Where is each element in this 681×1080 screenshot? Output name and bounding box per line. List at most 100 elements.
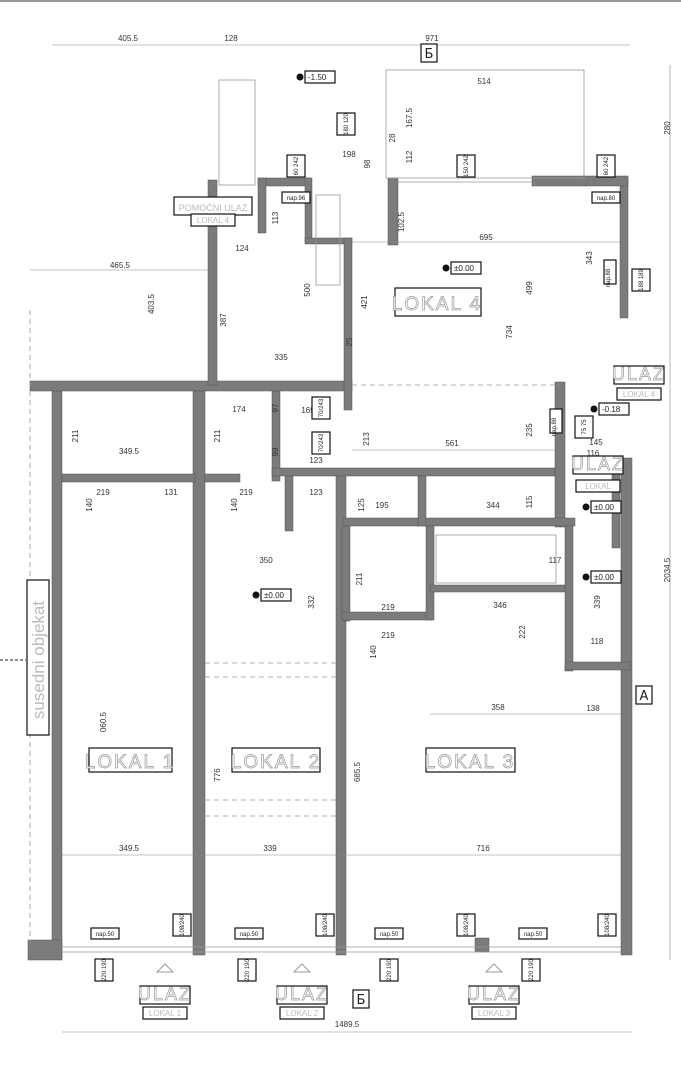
door-tag: 70/243 <box>319 398 325 417</box>
opening-box <box>603 259 617 285</box>
level-tag-box <box>590 570 622 584</box>
wall <box>257 177 267 234</box>
wall <box>271 390 281 482</box>
dimension-label: 116 <box>587 449 600 458</box>
dimension-label: 219 <box>239 488 253 497</box>
dimension-label: 776 <box>213 768 222 782</box>
level-mark: ±0.00 <box>264 591 285 600</box>
level-marker-icon <box>252 591 260 599</box>
dimension-label: 685.5 <box>353 761 362 782</box>
door-tag: 60 242 <box>294 156 300 175</box>
dimension-label: 332 <box>307 595 316 609</box>
door-tag-box <box>631 268 651 292</box>
door-tag-box <box>311 396 331 420</box>
entrance-unit-label: LOKAL 3 <box>478 1009 511 1018</box>
section-mark: A <box>640 689 649 704</box>
dimension-label: 235 <box>525 423 534 437</box>
dimension-label: 140 <box>85 498 94 512</box>
dimension-label: 734 <box>505 325 514 339</box>
entrance-sub-box <box>575 479 621 493</box>
dimension-label: 2034.5 <box>663 557 672 582</box>
room-label: LOKAL 2 <box>231 752 321 773</box>
section-mark-box <box>352 989 370 1009</box>
opening-box <box>518 927 548 940</box>
wall <box>343 237 353 411</box>
entrance-sub-box <box>190 213 236 227</box>
dimension-label: 169 <box>301 406 315 415</box>
entrance-unit-label: LOKAL 2 <box>286 1009 319 1018</box>
section-mark-box <box>635 685 653 705</box>
door-tag: 70/243 <box>319 433 325 452</box>
dimension-label: 335 <box>274 353 288 362</box>
entrance-box <box>139 985 191 1005</box>
opening-label: nap.88 <box>606 268 612 287</box>
door-tag-box <box>315 913 335 937</box>
entrance-label: ULAZ <box>612 364 666 384</box>
dimension-label: 115 <box>525 495 534 508</box>
door-tag-box <box>336 112 356 136</box>
dimension-label: 145 <box>589 438 603 447</box>
dimension-label: 174 <box>232 405 246 414</box>
dimension-label: 25 <box>345 337 354 346</box>
dimension-label: 343 <box>585 251 594 265</box>
opening-box <box>374 927 404 940</box>
entrance-arrow-icon <box>155 963 175 973</box>
dimension-label: 102.5 <box>397 211 406 232</box>
dimension-label: 28 <box>388 133 397 142</box>
entrance-box <box>468 985 520 1005</box>
dimension-label: 99 <box>271 447 280 456</box>
wall <box>387 177 399 246</box>
level-mark: ±0.00 <box>454 264 475 273</box>
dimension-label: 124 <box>235 244 249 253</box>
dimension-label: 344 <box>486 501 500 510</box>
level-mark: ±0.00 <box>594 573 615 582</box>
dimension-label: 514 <box>477 77 491 86</box>
entrance-unit-label: LOKAL 4 <box>197 216 230 225</box>
entrance-arrow-icon <box>292 963 312 973</box>
walls <box>27 175 633 961</box>
door-tag: 180 120 <box>344 113 350 135</box>
exterior-stair <box>218 79 256 186</box>
entrance-unit-label: LOKAL 4 <box>623 390 656 399</box>
interior-stair <box>315 194 341 286</box>
dimension-label: 219 <box>381 603 395 612</box>
wall <box>61 473 196 483</box>
door-tag-box <box>94 958 114 982</box>
dimension-label: 123 <box>309 456 323 465</box>
dimension-label: 211 <box>355 572 364 585</box>
opening-label: nap.50 <box>96 932 115 938</box>
dimension-label: 219 <box>96 488 110 497</box>
wall <box>204 473 241 483</box>
dimension-label: 339 <box>263 844 277 853</box>
door-tag-box <box>574 415 594 439</box>
dimension-label: 387 <box>219 313 228 327</box>
dimension-label: 125 <box>357 498 366 512</box>
dimension-label: 117 <box>549 556 562 565</box>
wall <box>564 661 631 671</box>
dimension-label: 695 <box>479 233 493 242</box>
section-mark: Б <box>425 47 434 62</box>
dimension-label: 140 <box>230 498 239 512</box>
dimension-label: 349.5 <box>119 844 140 853</box>
dimension-label: 349.5 <box>119 447 140 456</box>
door-tag: 60 242 <box>604 156 610 175</box>
dimension-label: 118 <box>591 637 604 646</box>
wall <box>192 390 206 956</box>
opening-label: nap.50 <box>380 932 399 938</box>
dimension-label: 1489.5 <box>335 1020 360 1029</box>
dimension-label: 500 <box>303 283 312 297</box>
dimension-label: 213 <box>362 432 371 446</box>
entrance-arrow-icon <box>484 963 504 973</box>
dimension-label: 128 <box>224 34 238 43</box>
room-label: LOKAL 3 <box>425 752 515 773</box>
entrance-label: ULAZ <box>467 984 521 1004</box>
wall <box>425 525 435 621</box>
room-label-box <box>231 747 321 773</box>
interior-stair <box>435 534 557 584</box>
door-tag: 150 242 <box>464 155 470 177</box>
door-tag-box <box>597 913 617 937</box>
wall <box>564 525 574 672</box>
dimension-label: 211 <box>71 429 80 442</box>
door-tag: 75 75 <box>582 419 588 435</box>
entrance-sub-box <box>471 1006 517 1020</box>
